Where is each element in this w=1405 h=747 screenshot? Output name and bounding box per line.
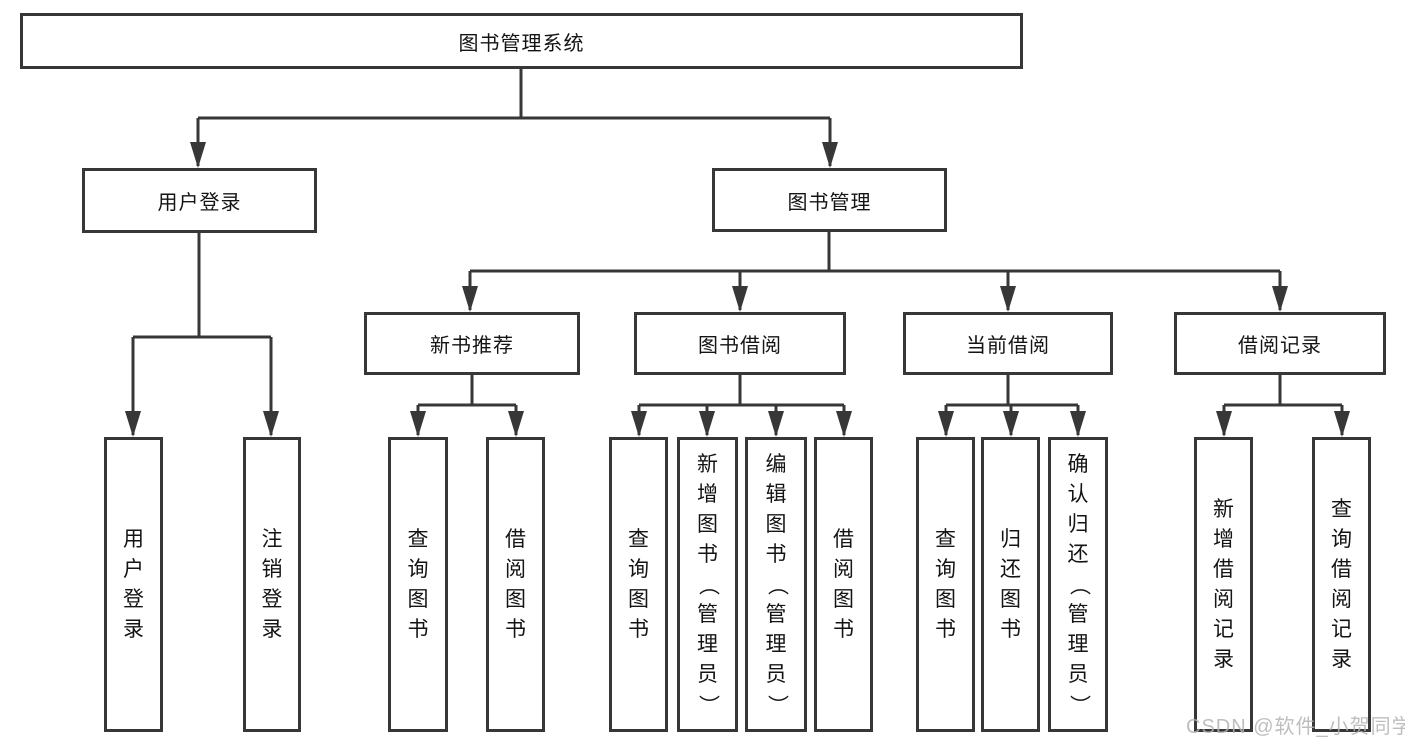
connector-current-to-children — [938, 375, 1086, 437]
node-leaf-add-book-admin: 新增图书（管理员） — [677, 437, 738, 732]
node-leaf-current-query-books: 查询图书 — [916, 437, 975, 732]
node-leaf-logout-label: 注销登录 — [261, 527, 283, 641]
node-leaf-recommend-borrow-books-label: 借阅图书 — [505, 527, 526, 641]
connector-line — [196, 69, 832, 166]
arrow-down-icon — [410, 411, 524, 437]
node-borrow-records-label: 借阅记录 — [1238, 335, 1322, 357]
arrow-down-icon — [125, 411, 279, 437]
node-leaf-current-query-books-label: 查询图书 — [935, 527, 956, 641]
arrow-down-icon — [938, 411, 1086, 437]
node-user-login: 用户登录 — [82, 168, 317, 233]
watermark: CSDN @软件_小贺同学 — [1186, 716, 1405, 738]
node-leaf-add-book-admin-label: 新增图书（管理员） — [696, 452, 720, 716]
node-leaf-recommend-borrow-books: 借阅图书 — [486, 437, 545, 732]
node-user-login-label: 用户登录 — [157, 192, 242, 214]
arrow-down-icon — [631, 411, 852, 437]
connector-line — [468, 232, 1282, 310]
node-leaf-return-books-label: 归还图书 — [1000, 527, 1021, 641]
node-borrow-records: 借阅记录 — [1174, 312, 1386, 375]
connector-line — [637, 375, 846, 435]
node-leaf-edit-book-admin-label: 编辑图书（管理员） — [765, 452, 788, 716]
node-leaf-recommend-query-books: 查询图书 — [388, 437, 448, 732]
node-leaf-return-books: 归还图书 — [981, 437, 1040, 732]
connector-line — [1222, 375, 1344, 435]
node-current-borrow-label: 当前借阅 — [966, 335, 1050, 357]
node-leaf-borrow-query-books-label: 查询图书 — [628, 527, 649, 641]
node-leaf-borrow-query-books: 查询图书 — [609, 437, 668, 732]
node-new-book-recommend: 新书推荐 — [364, 312, 580, 375]
node-leaf-add-borrow-record: 新增借阅记录 — [1194, 437, 1253, 732]
node-current-borrow: 当前借阅 — [903, 312, 1113, 375]
node-leaf-edit-book-admin: 编辑图书（管理员） — [745, 437, 807, 732]
node-book-management: 图书管理 — [712, 168, 947, 232]
node-leaf-confirm-return-admin-label: 确认归还（管理员） — [1067, 452, 1090, 716]
node-new-book-recommend-label: 新书推荐 — [430, 335, 514, 357]
connector-root-to-level2 — [190, 69, 838, 168]
node-leaf-user-login-label: 用户登录 — [123, 527, 144, 641]
connector-line — [131, 233, 273, 435]
node-book-management-label: 图书管理 — [787, 191, 872, 214]
connector-line — [416, 375, 518, 435]
connector-records-to-children — [1216, 375, 1350, 437]
node-leaf-borrow-books-label: 借阅图书 — [833, 527, 854, 641]
node-leaf-borrow-books: 借阅图书 — [814, 437, 873, 732]
node-book-borrow: 图书借阅 — [634, 312, 846, 375]
node-leaf-query-borrow-record-label: 查询借阅记录 — [1331, 497, 1352, 671]
connector-management-to-level3 — [462, 232, 1288, 312]
connector-recommend-to-children — [410, 375, 524, 437]
node-library-system: 图书管理系统 — [20, 13, 1023, 69]
node-leaf-recommend-query-books-label: 查询图书 — [407, 527, 429, 641]
arrow-down-icon — [1216, 411, 1350, 437]
node-leaf-user-login: 用户登录 — [104, 437, 163, 732]
node-leaf-logout: 注销登录 — [243, 437, 301, 732]
arrow-down-icon — [190, 142, 838, 168]
node-leaf-add-borrow-record-label: 新增借阅记录 — [1213, 497, 1234, 671]
node-book-borrow-label: 图书借阅 — [698, 335, 782, 357]
node-library-system-label: 图书管理系统 — [458, 32, 585, 55]
arrow-down-icon — [462, 286, 1288, 312]
node-leaf-confirm-return-admin: 确认归还（管理员） — [1048, 437, 1108, 732]
connector-borrow-to-children — [631, 375, 852, 437]
connector-login-to-children — [125, 233, 279, 437]
node-leaf-query-borrow-record: 查询借阅记录 — [1312, 437, 1371, 732]
